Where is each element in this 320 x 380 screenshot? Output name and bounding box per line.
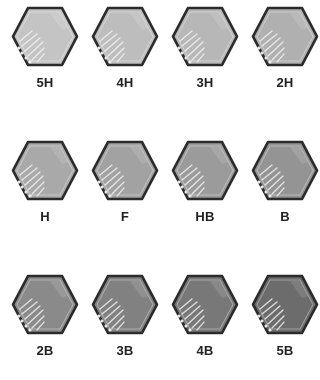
hexagon-fill <box>253 8 317 65</box>
grade-label: 3B <box>85 343 165 358</box>
grade-label: 2H <box>245 75 320 90</box>
hexagon-fill <box>13 142 77 199</box>
grade-label: H <box>5 209 85 224</box>
swatch-f: F <box>85 136 165 246</box>
hexagon-swatch-icon <box>170 139 240 202</box>
swatch-hb: HB <box>165 136 245 246</box>
hexagon-fill <box>173 142 237 199</box>
grade-label: HB <box>165 209 245 224</box>
hexagon-swatch-icon <box>170 5 240 68</box>
hexagon-swatch-icon <box>10 139 80 202</box>
hexagon-swatch-icon <box>250 5 320 68</box>
swatch-2b: 2B <box>5 270 85 380</box>
grade-label: 2B <box>5 343 85 358</box>
swatch-5b: 5B <box>245 270 320 380</box>
swatch-4b: 4B <box>165 270 245 380</box>
grade-label: 3H <box>165 75 245 90</box>
hexagon-swatch-icon <box>250 139 320 202</box>
swatch-2h: 2H <box>245 2 320 112</box>
hexagon-fill <box>173 8 237 65</box>
hexagon-fill <box>93 8 157 65</box>
swatch-b: B <box>245 136 320 246</box>
hexagon-swatch-icon <box>10 5 80 68</box>
grade-label: 4H <box>85 75 165 90</box>
swatch-3h: 3H <box>165 2 245 112</box>
swatch-5h: 5H <box>5 2 85 112</box>
hexagon-fill <box>253 276 317 333</box>
hexagon-swatch-icon <box>250 273 320 336</box>
hexagon-swatch-icon <box>90 273 160 336</box>
grade-label: B <box>245 209 320 224</box>
swatch-3b: 3B <box>85 270 165 380</box>
hexagon-fill <box>253 142 317 199</box>
hexagon-swatch-icon <box>10 273 80 336</box>
swatch-h: H <box>5 136 85 246</box>
hexagon-swatch-icon <box>170 273 240 336</box>
grade-label: F <box>85 209 165 224</box>
hexagon-swatch-icon <box>90 139 160 202</box>
grade-label: 5H <box>5 75 85 90</box>
hexagon-swatch-icon <box>90 5 160 68</box>
hexagon-fill <box>173 276 237 333</box>
hexagon-fill <box>93 276 157 333</box>
hexagon-fill <box>93 142 157 199</box>
grade-label: 4B <box>165 343 245 358</box>
grade-label: 5B <box>245 343 320 358</box>
swatch-4h: 4H <box>85 2 165 112</box>
hexagon-fill <box>13 8 77 65</box>
hexagon-fill <box>13 276 77 333</box>
